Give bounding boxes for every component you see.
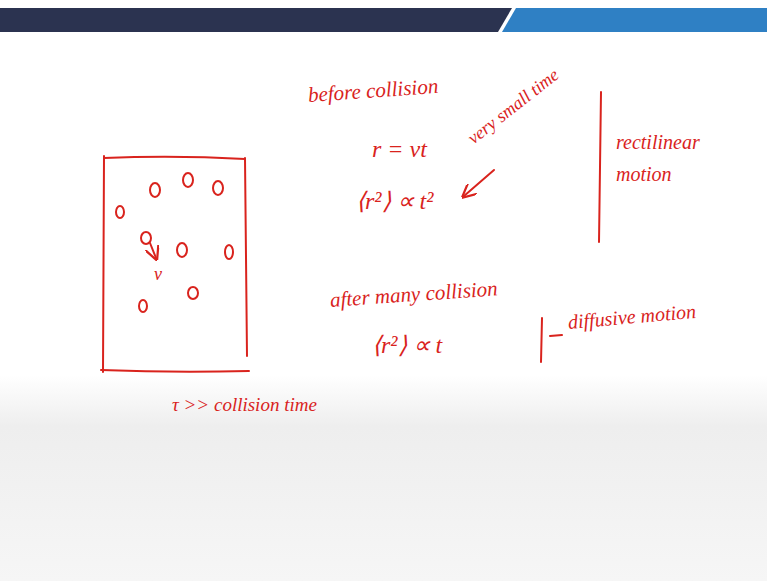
velocity-label: v — [154, 264, 162, 285]
equation: r = vt — [372, 136, 427, 164]
particle — [139, 300, 147, 312]
velocity-arrow — [150, 243, 156, 258]
equation: ⟨r²⟩ ∝ t — [372, 332, 442, 360]
leader-arrow — [464, 170, 494, 196]
particle — [177, 243, 187, 257]
annotation: very small time — [464, 64, 563, 148]
particle — [116, 206, 124, 218]
heading-note: before collision — [307, 74, 439, 107]
particle — [150, 183, 160, 197]
box-side — [245, 158, 247, 356]
particle — [183, 173, 193, 187]
particle — [225, 245, 233, 259]
header-accent — [502, 8, 767, 32]
box-side — [101, 370, 249, 372]
motion-type: diffusive motion — [567, 299, 697, 333]
divider-line — [599, 92, 601, 242]
dash — [550, 335, 562, 336]
box-side — [103, 156, 104, 372]
bottom-band — [0, 375, 767, 581]
header-bar — [0, 8, 512, 32]
particle — [188, 287, 198, 299]
condition-note: τ >> collision time — [172, 394, 317, 416]
heading-note: after many collision — [329, 276, 498, 312]
divider-line — [541, 318, 542, 362]
motion-type: rectilinear motion — [616, 126, 721, 190]
equation: ⟨r²⟩ ∝ t² — [356, 188, 433, 216]
particle — [213, 181, 223, 195]
box-side — [104, 157, 245, 159]
